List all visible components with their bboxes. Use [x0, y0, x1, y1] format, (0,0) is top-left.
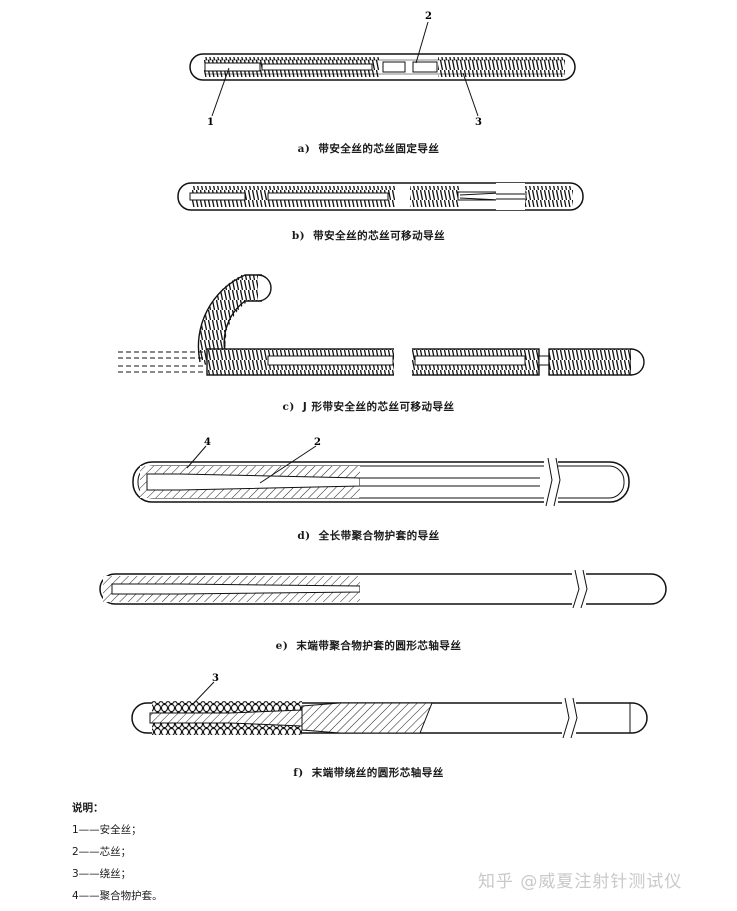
- caption-b: b) 带安全丝的芯丝可移动导丝: [0, 228, 737, 243]
- legend-item-2: 2——芯丝；: [72, 846, 132, 858]
- legend-item-1: 1——安全丝；: [72, 824, 142, 836]
- caption-b-text: 带安全丝的芯丝可移动导丝: [313, 230, 446, 242]
- caption-f: f) 末端带绕丝的圆形芯轴导丝: [0, 765, 737, 780]
- callout-3-f: 3: [212, 673, 219, 684]
- caption-c-text: J 形带安全丝的芯丝可移动导丝: [302, 401, 455, 413]
- figure-b-guidewire: [177, 182, 584, 211]
- caption-f-text: 末端带绕丝的圆形芯轴导丝: [311, 767, 444, 779]
- caption-a-letter: a): [297, 143, 311, 155]
- callout-1-a: 1: [207, 117, 214, 128]
- caption-a: a) 带安全丝的芯丝固定导丝: [0, 141, 737, 156]
- legend-item-4: 4——聚合物护套。: [72, 890, 163, 902]
- caption-b-letter: b): [291, 230, 306, 242]
- caption-c-letter: c): [282, 401, 295, 413]
- callout-2-a: 2: [425, 11, 432, 22]
- figure-a-guidewire: [189, 21, 576, 117]
- figure-e-core-mandrel-guidewire: [99, 569, 667, 609]
- figure-d-polymer-jacket-guidewire: [132, 445, 630, 507]
- watermark: 知乎 @威夏注射针测试仪: [478, 872, 683, 892]
- caption-d: d) 全长带聚合物护套的导丝: [0, 528, 737, 543]
- callout-4-d: 4: [204, 437, 211, 448]
- legend-title: 说明：: [72, 802, 104, 814]
- caption-d-text: 全长带聚合物护套的导丝: [318, 530, 440, 542]
- callout-3-a: 3: [475, 117, 482, 128]
- caption-e-letter: e): [275, 640, 289, 652]
- legend: 说明： 1——安全丝； 2——芯丝； 3——绕丝； 4——聚合物护套。: [72, 797, 163, 907]
- callout-2-d: 2: [314, 437, 321, 448]
- caption-a-text: 带安全丝的芯丝固定导丝: [318, 143, 440, 155]
- caption-e: e) 末端带聚合物护套的圆形芯轴导丝: [0, 638, 737, 653]
- figure-f-coil-tip-mandrel-guidewire: [131, 681, 648, 739]
- caption-f-letter: f): [293, 767, 304, 779]
- caption-d-letter: d): [297, 530, 311, 542]
- legend-item-3: 3——绕丝；: [72, 868, 132, 880]
- caption-e-text: 末端带聚合物护套的圆形芯轴导丝: [296, 640, 462, 652]
- caption-c: c) J 形带安全丝的芯丝可移动导丝: [0, 399, 737, 414]
- figure-c-j-guidewire: [118, 274, 645, 378]
